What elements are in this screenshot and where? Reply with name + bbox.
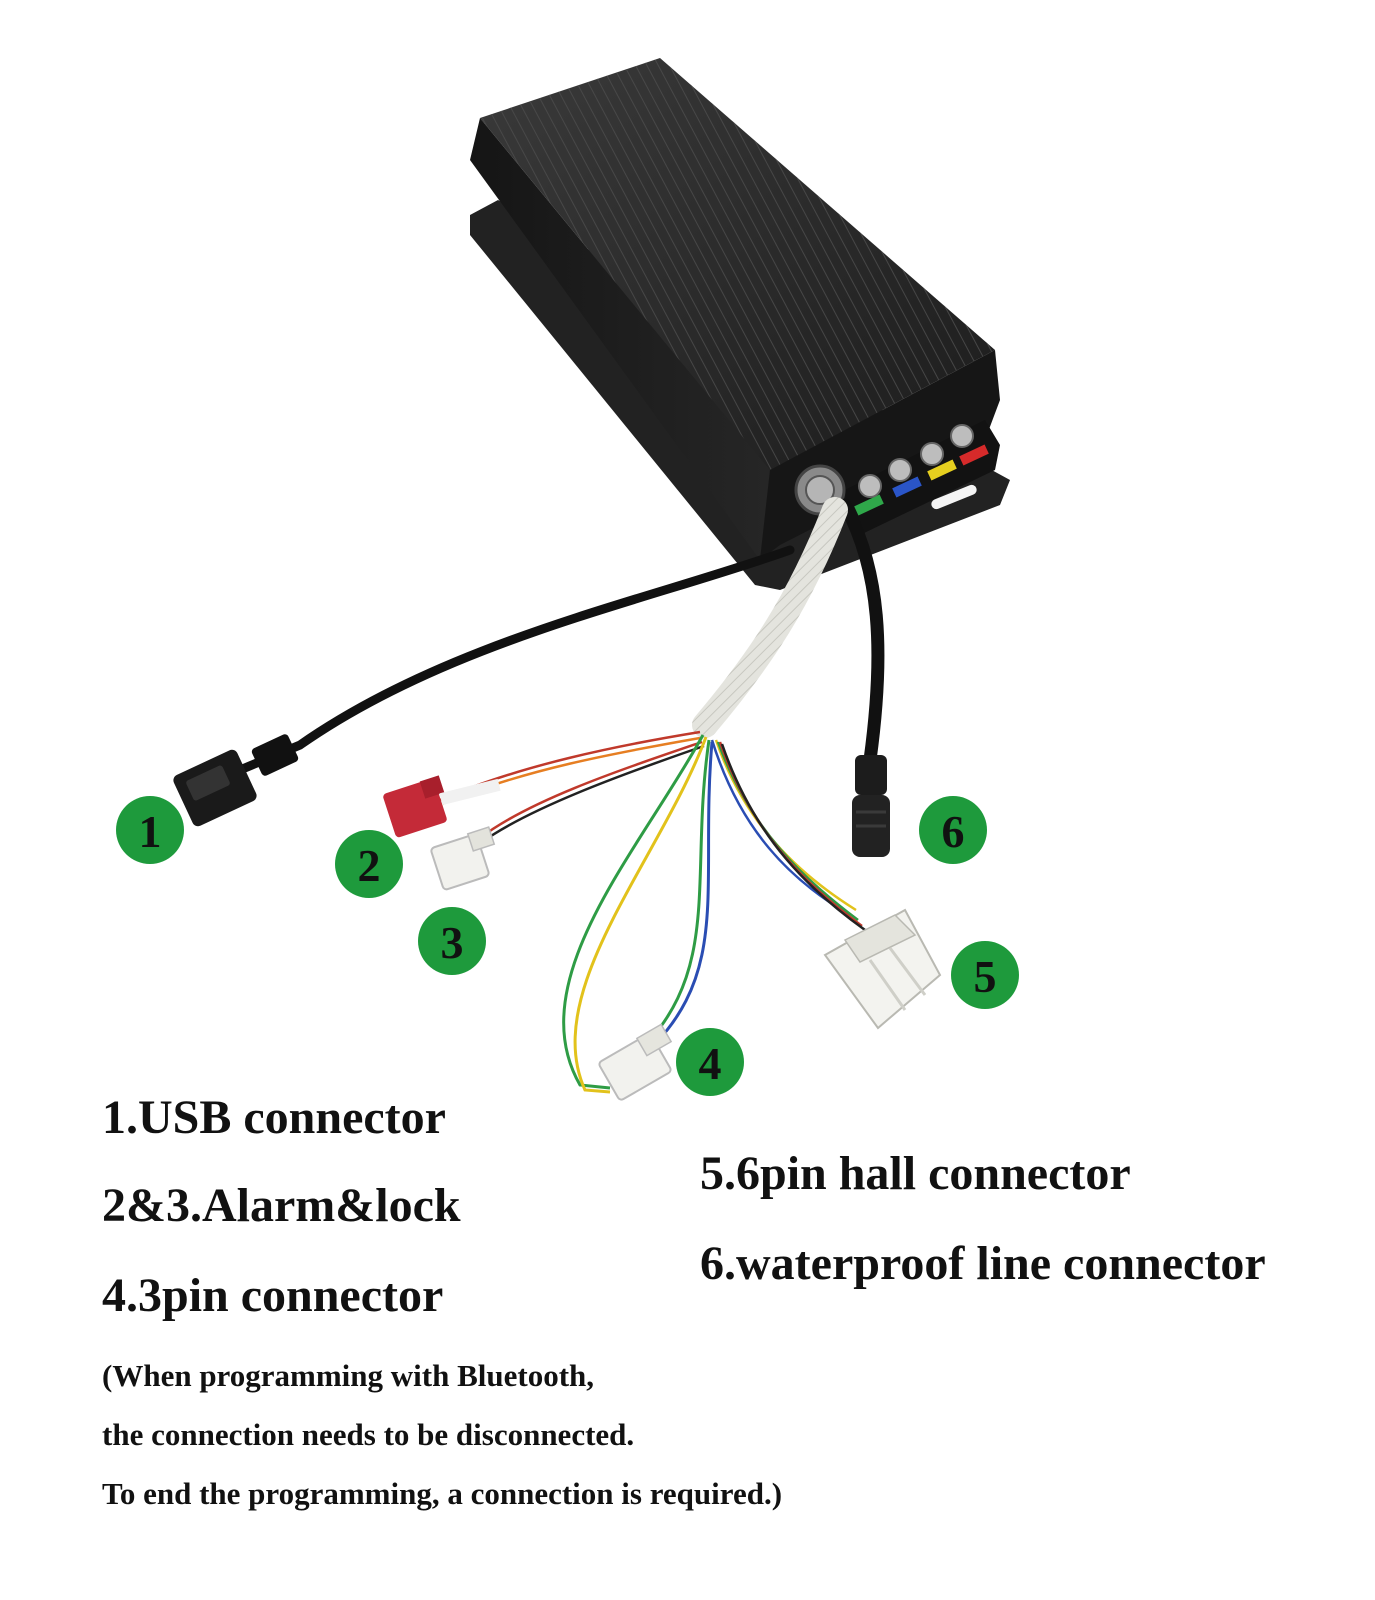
6pin-hall-connector-icon: [823, 908, 942, 1030]
terminal-screw: [950, 424, 974, 448]
badge-5-label: 5: [974, 951, 997, 1002]
alarm-connector-icon: [383, 775, 501, 838]
legend-item-1: 1.USB connector: [102, 1091, 446, 1144]
lock-connector-icon: [430, 826, 496, 891]
badge-6: 6: [919, 796, 987, 864]
badge-4: 4: [676, 1028, 744, 1096]
waterproof-cable: [838, 498, 885, 767]
braided-sleeve: [692, 497, 848, 738]
badge-3-label: 3: [441, 917, 464, 968]
usb-connector-icon: [173, 734, 299, 827]
terminal-screw: [888, 458, 912, 482]
waterproof-connector-icon: [852, 755, 890, 857]
badge-5: 5: [951, 941, 1019, 1009]
badge-3: 3: [418, 907, 486, 975]
legend-item-5: 5.6pin hall connector: [700, 1147, 1131, 1200]
note-line-3: To end the programming, a connection is …: [102, 1476, 783, 1511]
note-line-1: (When programming with Bluetooth,: [102, 1358, 595, 1393]
3pin-wires: [562, 734, 714, 1094]
terminal-screw: [858, 474, 882, 498]
legend-item-6: 6.waterproof line connector: [700, 1237, 1266, 1290]
legend-item-2-3: 2&3.Alarm&lock: [102, 1179, 461, 1232]
badge-2-label: 2: [358, 840, 381, 891]
controller-housing-icon: [470, 58, 1010, 590]
3pin-connector-icon: [598, 1023, 673, 1101]
badge-2: 2: [335, 830, 403, 898]
hall-wires: [710, 739, 866, 932]
housing-left-side: [470, 118, 770, 560]
badge-4-label: 4: [699, 1038, 722, 1089]
badge-1-label: 1: [139, 806, 162, 857]
terminal-block: [845, 420, 1000, 535]
terminal-screw: [920, 442, 944, 466]
usb-cable: [235, 545, 795, 775]
badge-1: 1: [116, 796, 184, 864]
badge-6-label: 6: [942, 806, 965, 857]
legend-item-4: 4.3pin connector: [102, 1269, 444, 1322]
note-line-2: the connection needs to be disconnected.: [102, 1417, 635, 1452]
